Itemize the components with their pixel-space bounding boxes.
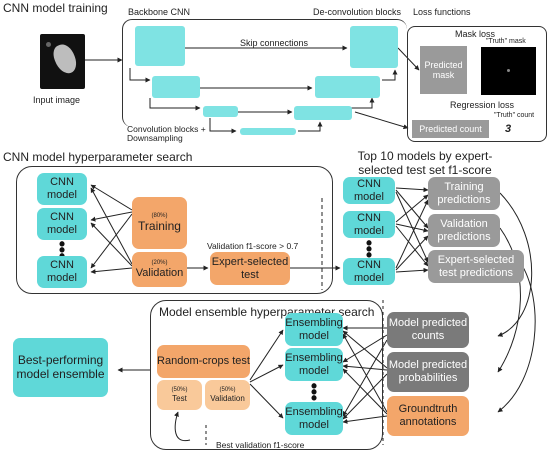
training-pct: (80%)	[151, 212, 168, 219]
ensemble-test-split: (50%) Test	[157, 380, 202, 410]
loss-functions-frame	[407, 26, 547, 142]
deconv-label: De-convolution blocks	[313, 7, 402, 17]
ensembling-ellipsis: •••	[310, 376, 318, 408]
top10-cnn-model-2: CNN model	[343, 211, 395, 238]
ensemble-validation-split: (50%) Validation	[205, 380, 250, 410]
ensemble-test-pct: (50%)	[171, 386, 188, 393]
skip-connections-label: Skip connections	[240, 38, 309, 48]
groundtruth-annotations: Groundtruth annotations	[387, 396, 469, 436]
deconv-block-2	[315, 76, 380, 98]
cnn-model-1: CNN model	[37, 173, 87, 205]
model-predicted-counts: Model predicted counts	[387, 312, 469, 348]
deconv-block-3	[294, 106, 352, 120]
model-predicted-probabilities: Model predicted probabilities	[387, 352, 469, 392]
ensemble-frame	[150, 300, 383, 450]
conv-block-2	[152, 76, 200, 98]
validation-predictions: Validation predictions	[428, 214, 500, 247]
top10-cnn-model-1: CNN model	[343, 177, 395, 204]
expert-selected-test: Expert-selected test	[210, 252, 290, 285]
ensemble-val-label: Validation	[210, 393, 245, 403]
section-title-top10: Top 10 models by expert-selected test se…	[357, 149, 493, 177]
ensemble-val-pct: (50%)	[219, 386, 236, 393]
validation-pct: (20%)	[151, 259, 168, 266]
validation-node: (20%) Validation	[132, 252, 187, 287]
conv-block-1	[135, 26, 185, 66]
ensembling-model-2: Ensembling model	[285, 348, 343, 381]
conv-blocks-label: Convolution blocks + Downsampling	[127, 124, 206, 144]
best-validation-label: Best validation f1-score	[216, 440, 305, 450]
ensembling-model-1: Ensembling model	[285, 313, 343, 346]
truth-count-label: "Truth" count	[494, 112, 535, 119]
input-image-label: Input image	[33, 95, 81, 105]
training-predictions: Training predictions	[428, 177, 500, 210]
ensemble-test-label: Test	[172, 393, 187, 403]
validation-label: Validation	[135, 266, 184, 279]
conv-block-3	[203, 106, 238, 117]
best-performing-ensemble: Best-performing model ensemble	[13, 338, 108, 397]
section-title-cnn-training: CNN model training	[3, 1, 108, 15]
cnn-training-frame	[122, 19, 407, 127]
expert-test-predictions: Expert-selected test predictions	[428, 250, 524, 283]
mask-loss-label: Mask loss	[455, 29, 496, 39]
loss-label: Loss functions	[413, 7, 471, 17]
truth-mask-image	[481, 47, 536, 95]
cnn-model-2: CNN model	[37, 208, 87, 240]
deconv-block-1	[350, 26, 398, 68]
random-crops-test: Random-crops test	[157, 345, 250, 378]
predicted-mask: Predicted mask	[420, 46, 467, 94]
ensembling-model-n: Ensembling model	[285, 402, 343, 435]
truth-mask-label: "Truth" mask	[486, 38, 526, 45]
training-node: (80%) Training	[132, 197, 187, 249]
input-image	[40, 34, 85, 89]
bottleneck-block	[240, 128, 296, 135]
training-label: Training	[138, 218, 181, 233]
validation-threshold-label: Validation f1-score > 0.7	[207, 241, 299, 251]
hyperparam-frame	[16, 166, 333, 294]
truth-count-value: 3	[505, 123, 512, 135]
top10-cnn-model-n: CNN model	[343, 258, 395, 285]
regression-loss-label: Regression loss	[450, 100, 515, 110]
cnn-model-n: CNN model	[37, 256, 87, 288]
predicted-count: Predicted count	[412, 120, 489, 138]
top10-ellipsis: •••	[365, 233, 373, 265]
section-title-hyperparam: CNN model hyperparameter search	[3, 150, 193, 164]
backbone-label: Backbone CNN	[128, 7, 191, 17]
